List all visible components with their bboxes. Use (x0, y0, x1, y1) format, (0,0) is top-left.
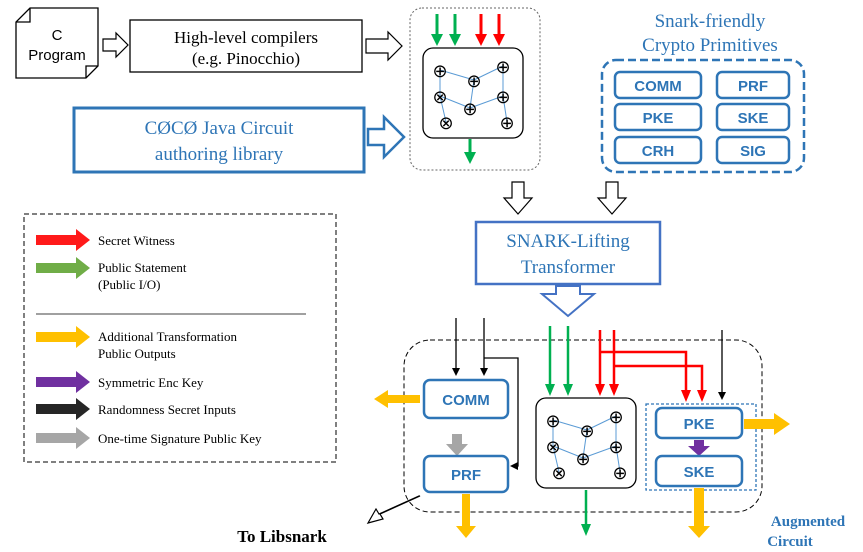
augmented-pke-box: PKE (654, 406, 744, 440)
legend-additional-output-arrow (36, 326, 90, 348)
legend-signature-key-label: One-time Signature Public Key (98, 431, 262, 446)
primitive-crh (613, 135, 703, 165)
legend-secret-witness-label: Secret Witness (98, 233, 175, 248)
gate-icon: ⊕ (608, 407, 623, 427)
gate-icon: ⊗ (432, 87, 447, 107)
compiler-label-line1: High-level compilers (174, 28, 318, 47)
secret-input-arrowhead (681, 390, 691, 402)
augmented-caption-line1: Augmented (771, 514, 846, 530)
comm-public-output-arrow (374, 390, 420, 408)
symmetric-key-arrow (688, 440, 710, 456)
augmented-comm-box: COMM (422, 378, 510, 420)
primitive-ske (715, 102, 791, 132)
primitive-pke (613, 102, 703, 132)
primitive-pke-label: PKE (643, 110, 674, 127)
primitive-sig (715, 135, 791, 165)
pke-public-output-arrow (744, 413, 790, 435)
secret-input-arrowhead (697, 390, 707, 402)
primitive-crh-label: CRH (642, 143, 675, 160)
secret-input-arrowhead (609, 384, 619, 396)
augmented-pke-label: PKE (684, 416, 715, 433)
arrow-transformer-to-augmented (539, 285, 597, 318)
gate-icon: ⊕ (462, 99, 477, 119)
transformer-box: SNARK-Lifting Transformer (474, 220, 662, 286)
legend-additional-output-sub: Public Outputs (98, 346, 176, 361)
gate-icon: ⊕ (466, 71, 481, 91)
legend-secret-witness-arrow (36, 229, 90, 251)
augmented-ske-label: SKE (684, 464, 715, 481)
input-circuit: ⊕ ⊕ ⊕ ⊗ ⊕ ⊕ ⊗ ⊕ (422, 47, 524, 139)
arrow-c-to-compiler (102, 31, 129, 59)
arrow-compiler-to-circuit (365, 30, 403, 62)
c-program-line2: Program (28, 47, 86, 64)
legend-signature-key-arrow (36, 427, 90, 449)
signature-key-arrow (446, 434, 468, 456)
gate-icon: ⊕ (579, 421, 594, 441)
java-library-box: CØCØ Java Circuit authoring library (72, 106, 366, 174)
gate-icon: ⊗ (551, 463, 566, 483)
java-library-line1: CØCØ Java Circuit (145, 118, 295, 139)
primitive-sig-label: SIG (740, 143, 766, 160)
legend-symmetric-key-label: Symmetric Enc Key (98, 375, 204, 390)
secret-input-arrowhead (595, 384, 605, 396)
c-program-line1: C (52, 27, 63, 44)
gate-icon: ⊕ (495, 57, 510, 77)
gate-icon: ⊕ (495, 87, 510, 107)
arrow-circuit-to-transformer (502, 181, 534, 215)
legend-public-statement-sub: (Public I/O) (98, 277, 160, 292)
legend-additional-output-label: Additional Transformation (98, 329, 238, 344)
compiler-label-line2: (e.g. Pinocchio) (192, 49, 300, 68)
java-library-line2: authoring library (155, 144, 284, 165)
top-circuit-inputs (431, 14, 505, 46)
arrow-to-libsnark (366, 495, 421, 524)
primitives-title-line2: Crypto Primitives (642, 35, 778, 56)
primitives-title-line1: Snark-friendly (655, 11, 766, 32)
arrow-library-to-circuit (366, 113, 406, 161)
primitive-ske-label: SKE (738, 110, 769, 127)
to-libsnark-label: To Libsnark (237, 527, 327, 546)
gate-icon: ⊕ (545, 411, 560, 431)
augmented-prf-box: PRF (422, 454, 510, 494)
augmented-inner-circuit: ⊕ ⊕ ⊕ ⊗ ⊕ ⊕ ⊗ ⊕ (535, 397, 637, 489)
randomness-inputs (452, 318, 726, 470)
gate-icon: ⊗ (545, 437, 560, 457)
primitive-comm (613, 70, 703, 100)
gate-icon: ⊕ (575, 449, 590, 469)
gate-icon: ⊕ (499, 113, 514, 133)
c-program-box: C Program (15, 7, 99, 79)
augmented-caption-line2: Circuit (767, 534, 813, 550)
transformer-line2: Transformer (521, 257, 616, 278)
compiler-box: High-level compilers (e.g. Pinocchio) (129, 19, 363, 73)
legend-symmetric-key-arrow (36, 371, 90, 393)
legend-items: Secret Witness Public Statement (Public … (36, 229, 306, 449)
legend-randomness-arrow (36, 398, 90, 420)
arrow-primitives-to-transformer (596, 181, 628, 215)
transformer-line1: SNARK-Lifting (506, 231, 630, 252)
top-circuit-output (464, 139, 476, 164)
augmented-circuit-frame (403, 339, 763, 513)
gate-icon: ⊕ (612, 463, 627, 483)
ske-public-output-arrow (688, 488, 710, 538)
primitive-prf-label: PRF (738, 78, 768, 95)
prf-public-output-arrow (456, 494, 476, 538)
primitive-prf (715, 70, 791, 100)
augmented-public-inputs (545, 326, 573, 396)
augmented-secret-inputs (598, 330, 704, 392)
gate-icon: ⊕ (608, 437, 623, 457)
legend-public-statement-arrow (36, 257, 90, 279)
primitives-frame (600, 58, 806, 174)
input-circuit-frame (409, 7, 541, 171)
inner-circuit-output (581, 490, 591, 536)
augmented-prf-label: PRF (451, 467, 481, 484)
gate-icon: ⊗ (438, 113, 453, 133)
augmented-ske-box: SKE (654, 454, 744, 488)
gate-icon: ⊕ (432, 61, 447, 81)
primitive-comm-label: COMM (634, 78, 682, 95)
legend-public-statement-label: Public Statement (98, 260, 187, 275)
augmented-comm-label: COMM (442, 392, 490, 409)
legend-randomness-label: Randomness Secret Inputs (98, 402, 236, 417)
